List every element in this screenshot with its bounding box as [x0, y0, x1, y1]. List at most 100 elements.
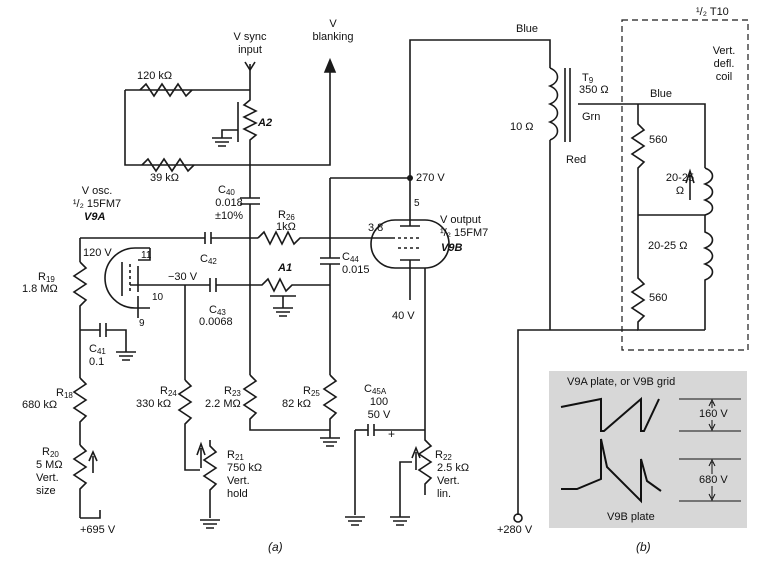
r560-top-label: 560 [649, 134, 668, 146]
c40-value: 0.018 ±10% [214, 197, 244, 222]
v38-label: 3.8 [368, 222, 384, 234]
r22-name: R [435, 449, 443, 461]
r25-value: 82 kΩ [282, 398, 312, 410]
r19-label: R19 [38, 271, 55, 286]
r18-sub: 18 [63, 391, 73, 400]
r22-label: R22 [435, 449, 452, 464]
capacitor-c40 [240, 165, 260, 238]
blue-coil-label: Blue [650, 88, 673, 100]
red-label: Red [566, 154, 587, 166]
pin-5-label: 5 [414, 198, 420, 209]
coil-top-ohms: 20-25 Ω [665, 172, 695, 197]
t9-name: T [582, 72, 589, 84]
r25-label: R25 [303, 385, 320, 400]
deflection-coil-network [630, 103, 714, 331]
t10-box [621, 19, 749, 351]
a1-label: A1 [278, 262, 293, 274]
a2-label: A2 [258, 117, 273, 129]
top-wave-label: V9A plate, or V9B grid [567, 376, 676, 388]
r25-name: R [303, 385, 311, 397]
v-output-label: V output ¹/₂ 15FM7 [440, 214, 489, 239]
r18-value: 680 kΩ [22, 399, 58, 411]
r26-value: 1kΩ [276, 221, 296, 233]
pin-10-label: 10 [152, 292, 164, 303]
r26-sub: 26 [285, 213, 295, 222]
varistor-a2 [212, 95, 258, 165]
half-t10-label: ¹/₂ T10 [696, 6, 729, 18]
c44-value: 0.015 [342, 264, 370, 276]
r24-sub: 24 [167, 389, 177, 398]
coil-description: Vert. defl. coil [712, 45, 736, 83]
c42-name: C [200, 253, 208, 265]
cathode-network-v9b [345, 268, 433, 526]
c40-name: C [218, 184, 226, 196]
v9a-label: V9A [84, 211, 106, 223]
r23-name: R [224, 385, 232, 397]
coil-bottom-ohms: 20-25 Ω [648, 240, 688, 252]
r25-c44-network [320, 177, 410, 447]
top-pp-dimension [679, 398, 741, 432]
r560-bottom-label: 560 [649, 292, 668, 304]
v-osc-label: V osc. ¹/₂ 15FM7 [72, 185, 122, 210]
bottom-waveform [561, 438, 662, 504]
neg30-label: −30 V [168, 271, 198, 283]
c45a-sub: 45A [371, 387, 387, 396]
cathode-bias-network [150, 238, 330, 380]
c43-sub: 43 [216, 308, 226, 317]
r26-name: R [278, 209, 286, 221]
plate-supply [407, 39, 551, 181]
r24-value: 330 kΩ [136, 398, 172, 410]
grid-drive-line [80, 230, 395, 246]
transformer-t9 [513, 67, 638, 523]
v270-label: 270 V [416, 172, 445, 184]
tube-v9b [370, 178, 450, 300]
r23-value: 2.2 MΩ [205, 398, 241, 410]
r21-label: R21 [227, 449, 244, 464]
r24-label: R24 [160, 385, 177, 400]
b695-label: +695 V [80, 524, 116, 536]
r18-name: R [56, 387, 64, 399]
c44-sub: 44 [349, 255, 359, 264]
waveform-inset: V9A plate, or V9B grid 160 V 680 V V9B p… [549, 371, 747, 528]
left-column-wiring [72, 238, 136, 519]
v-sync-input-label: V sync input [233, 31, 267, 56]
top-pp-label: 160 V [699, 408, 728, 420]
resistor-39k [141, 157, 195, 173]
r19-sub: 19 [45, 275, 55, 284]
c45a-label: C45A [364, 383, 386, 398]
resistor-120k [139, 82, 193, 98]
r21-value: 750 kΩ Vert. hold [227, 462, 263, 500]
r20-name: R [42, 446, 50, 458]
v9b-label: V9B [441, 242, 463, 254]
caption-b: (b) [636, 540, 651, 554]
t9-sub: 9 [588, 76, 594, 85]
c41-sub: 41 [96, 347, 106, 356]
r21-sub: 21 [234, 453, 244, 462]
r23-sub: 23 [231, 389, 241, 398]
r18-label: R18 [56, 387, 73, 402]
r25-sub: 25 [310, 389, 320, 398]
r20-label: R20 [42, 446, 59, 461]
caption-a: (a) [268, 540, 283, 554]
b280-label: +280 V [497, 524, 533, 536]
tube-v9a [104, 247, 151, 318]
v120-label: 120 V [83, 247, 112, 259]
c43-name: C [209, 304, 217, 316]
waveform-traces [560, 396, 741, 504]
c41-label: C41 [89, 343, 106, 358]
r23-label: R23 [224, 385, 241, 400]
bottom-pp-dimension [679, 458, 741, 502]
c40-label: C40 [218, 184, 235, 199]
bottom-wave-label: V9B plate [607, 511, 655, 523]
resistor-r23 [242, 374, 330, 431]
r26-label: R26 [278, 209, 295, 224]
r19-name: R [38, 271, 46, 283]
r-120k-label: 120 kΩ [137, 70, 173, 82]
r21-name: R [227, 449, 235, 461]
r-39k-label: 39 kΩ [150, 172, 180, 184]
pin-9-label: 9 [139, 318, 145, 329]
v-blanking-label: V blanking [312, 18, 354, 43]
v40-label: 40 V [392, 310, 415, 322]
c43-value: 0.0068 [199, 316, 233, 328]
